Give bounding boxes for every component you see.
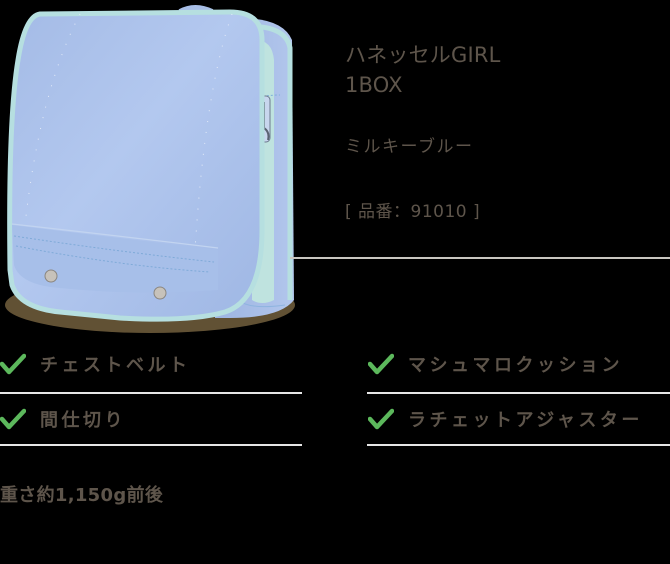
feature-label: 間仕切り: [40, 410, 126, 431]
feature-divider: [0, 392, 302, 394]
feature-item-marshmallow-cushion: マシュマロクッション: [368, 349, 623, 379]
check-icon: [368, 408, 394, 430]
product-code: [ 品番：91010 ]: [345, 202, 481, 222]
divider: [290, 257, 670, 259]
feature-label: ラチェットアジャスター: [408, 410, 643, 431]
product-name-line1: ハネッセルGIRL: [345, 43, 501, 67]
check-icon: [0, 353, 26, 375]
feature-item-chest-belt: チェストベルト: [0, 349, 191, 379]
product-color-name: ミルキーブルー: [345, 137, 474, 157]
feature-item-partition: 間仕切り: [0, 404, 126, 434]
feature-divider: [367, 392, 670, 394]
feature-label: チェストベルト: [40, 355, 191, 376]
product-name-line2: 1BOX: [345, 73, 403, 97]
weight-text: 重さ約1,150g前後: [0, 485, 164, 506]
feature-divider: [0, 444, 302, 446]
product-image: [0, 0, 310, 340]
check-icon: [368, 353, 394, 375]
product-info: ハネッセルGIRL 1BOX: [345, 40, 501, 100]
feature-item-ratchet-adjuster: ラチェットアジャスター: [368, 404, 643, 434]
feature-divider: [367, 444, 670, 446]
feature-label: マシュマロクッション: [408, 355, 623, 376]
check-icon: [0, 408, 26, 430]
